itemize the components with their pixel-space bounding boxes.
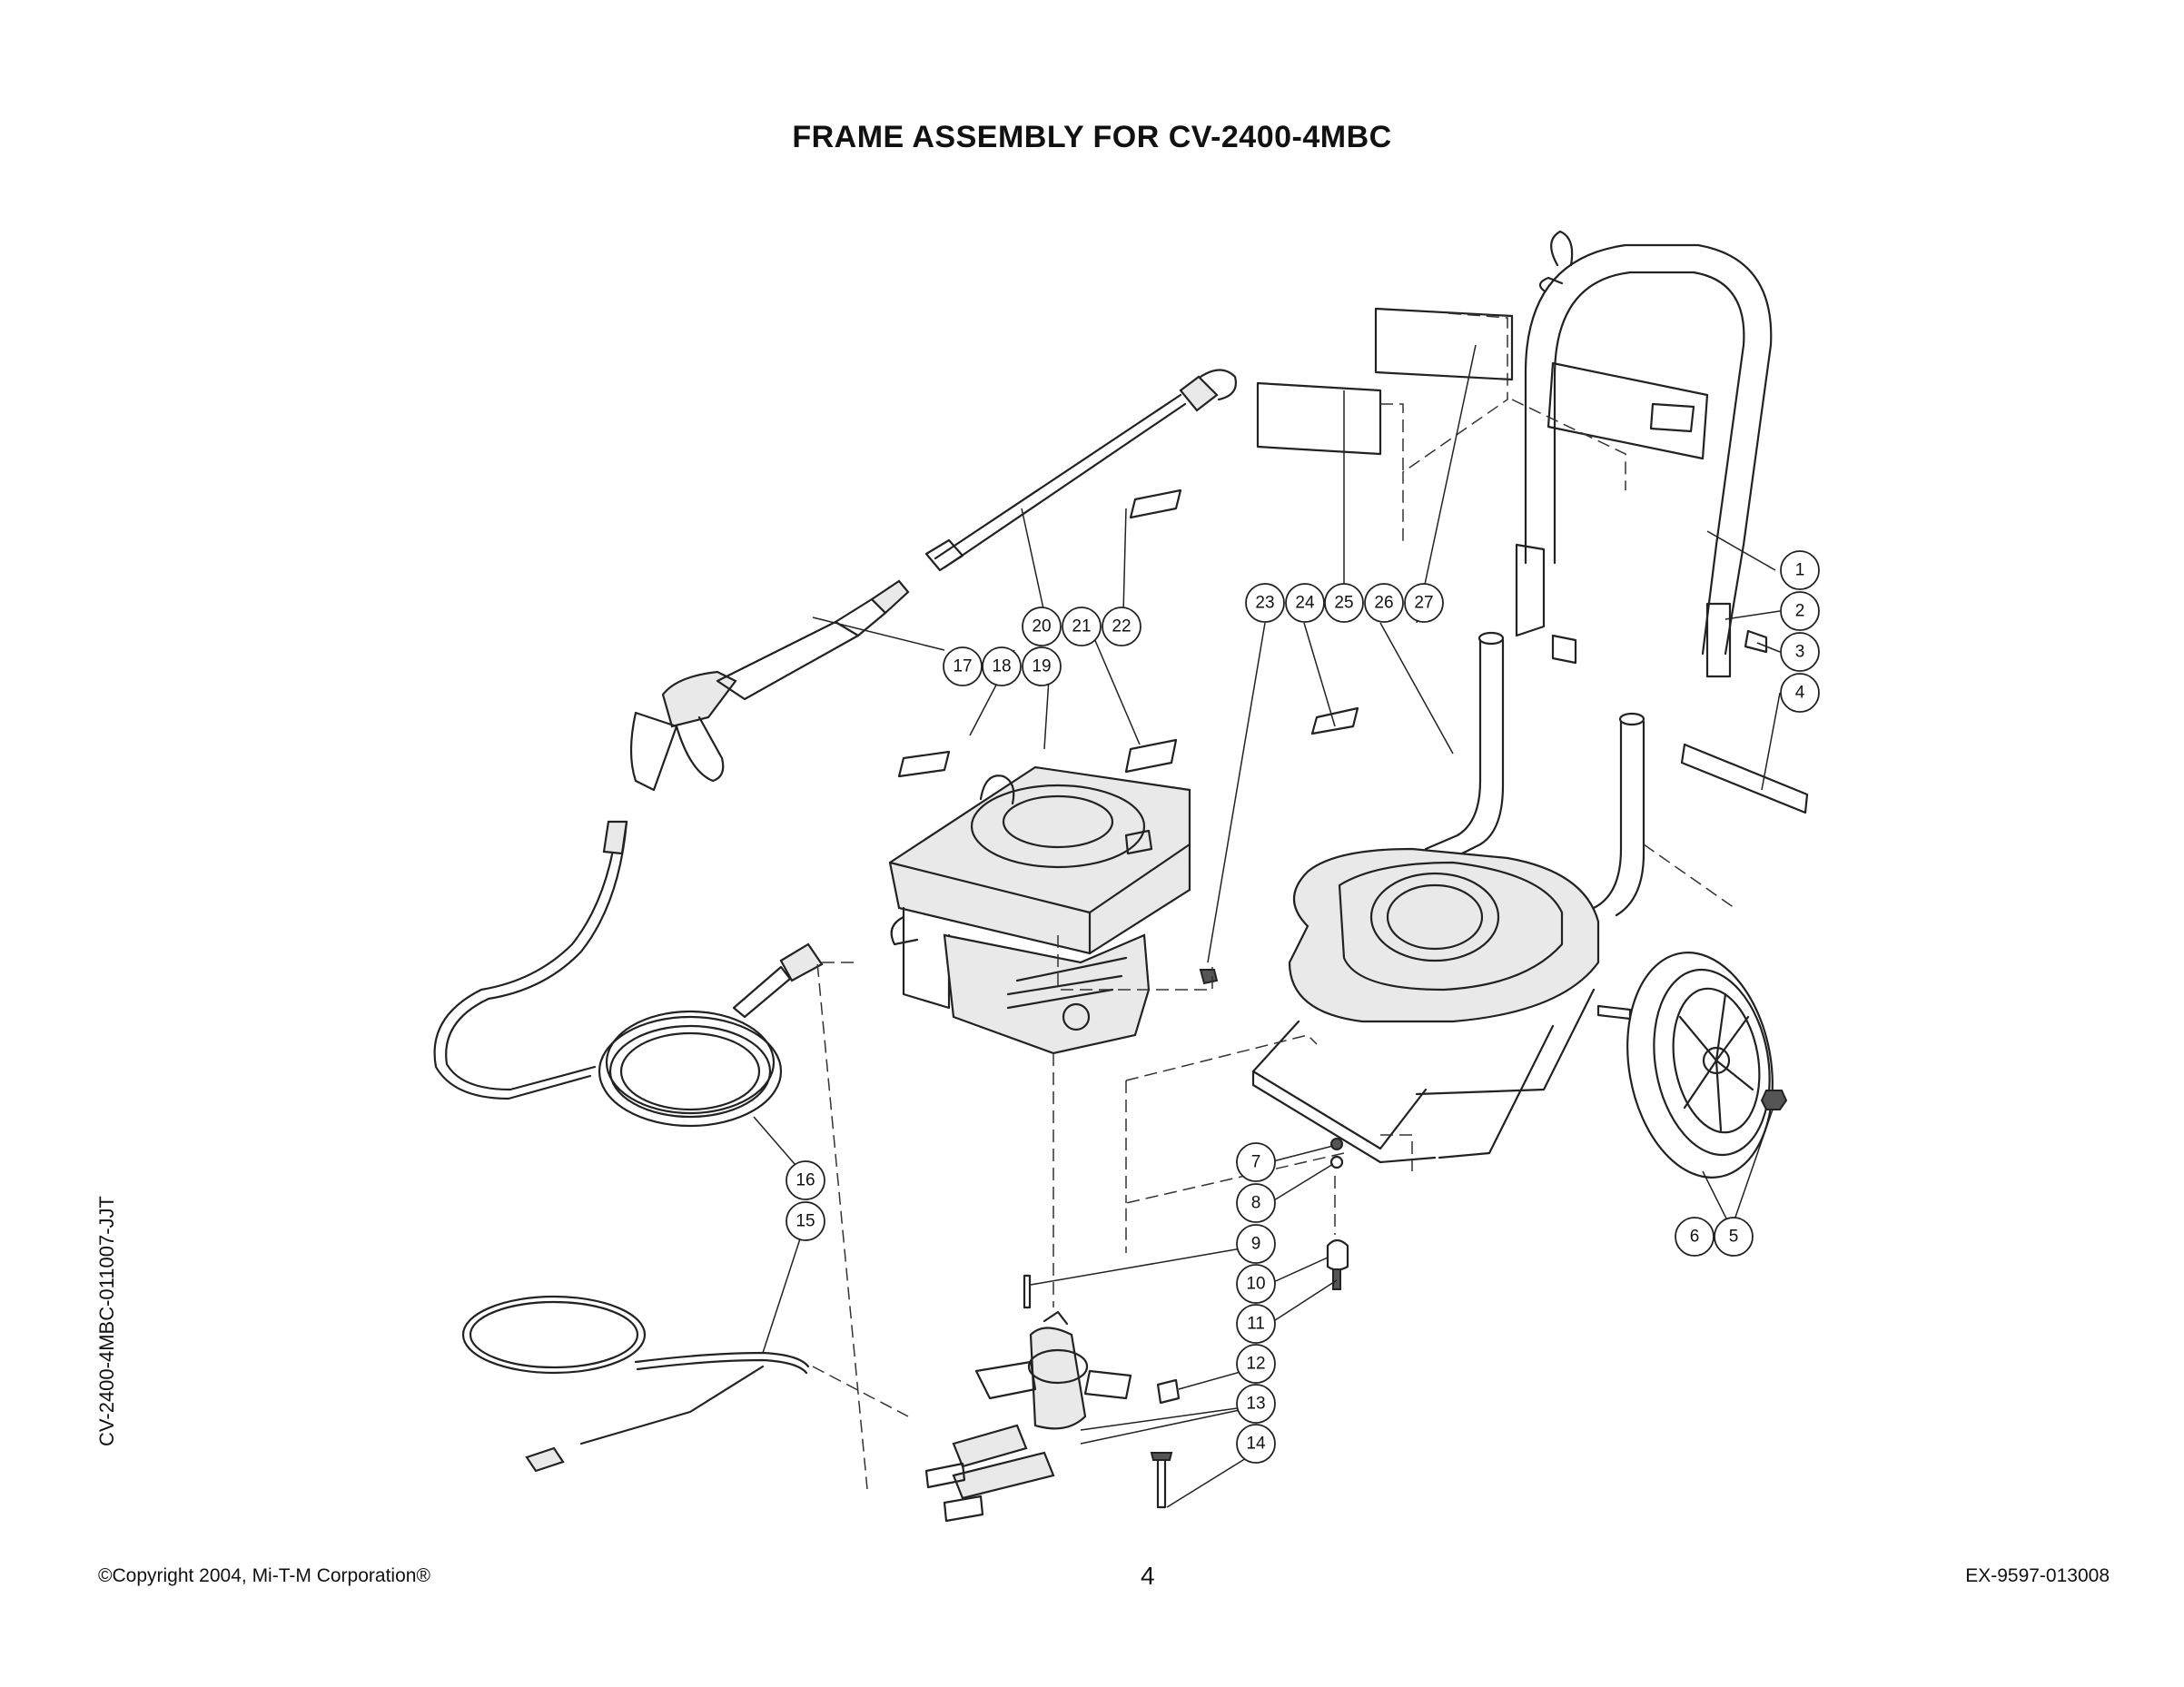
callout-7: 7 xyxy=(1236,1142,1276,1182)
svg-text:13: 13 xyxy=(1246,1395,1265,1414)
svg-text:23: 23 xyxy=(1255,594,1274,613)
callout-10: 10 xyxy=(1236,1264,1276,1304)
copyright-notice: ©Copyright 2004, Mi-T-M Corporation® xyxy=(98,1565,430,1586)
document-number: EX-9597-013008 xyxy=(1965,1565,2110,1586)
svg-text:2: 2 xyxy=(1795,602,1805,621)
callout-4: 4 xyxy=(1780,673,1820,713)
svg-text:16: 16 xyxy=(796,1171,815,1190)
callout-16: 16 xyxy=(786,1160,825,1200)
svg-text:15: 15 xyxy=(796,1212,815,1231)
svg-text:5: 5 xyxy=(1729,1228,1739,1247)
callout-2: 2 xyxy=(1780,591,1820,631)
svg-text:4: 4 xyxy=(1795,684,1805,703)
callout-15: 15 xyxy=(786,1201,825,1241)
svg-text:14: 14 xyxy=(1246,1435,1266,1454)
callout-23: 23 xyxy=(1245,583,1285,623)
svg-text:1: 1 xyxy=(1795,561,1805,580)
svg-text:8: 8 xyxy=(1251,1194,1261,1213)
svg-text:18: 18 xyxy=(992,657,1011,676)
svg-text:24: 24 xyxy=(1295,594,1315,613)
callout-11: 11 xyxy=(1236,1304,1276,1344)
callout-22: 22 xyxy=(1102,607,1141,646)
svg-text:10: 10 xyxy=(1246,1275,1265,1294)
callout-21: 21 xyxy=(1062,607,1102,646)
callout-6: 6 xyxy=(1675,1217,1715,1257)
svg-text:19: 19 xyxy=(1032,657,1051,676)
callout-24: 24 xyxy=(1285,583,1325,623)
svg-text:9: 9 xyxy=(1251,1235,1261,1254)
pump xyxy=(924,1310,1132,1523)
svg-text:17: 17 xyxy=(953,657,972,676)
callout-3: 3 xyxy=(1780,632,1820,672)
svg-text:21: 21 xyxy=(1072,617,1091,636)
engine xyxy=(888,765,1191,1055)
svg-text:25: 25 xyxy=(1334,594,1353,613)
base-frame xyxy=(1251,631,1645,1164)
spray-gun xyxy=(629,369,1237,792)
svg-text:11: 11 xyxy=(1247,1315,1265,1334)
callout-18: 18 xyxy=(982,646,1022,686)
hose xyxy=(433,820,824,1128)
callout-17: 17 xyxy=(943,646,983,686)
callout-27: 27 xyxy=(1404,583,1444,623)
callout-13: 13 xyxy=(1236,1384,1276,1424)
svg-text:27: 27 xyxy=(1414,594,1433,613)
page-number: 4 xyxy=(1141,1562,1155,1590)
svg-text:3: 3 xyxy=(1795,643,1805,662)
handle-assembly xyxy=(1515,230,1773,678)
svg-text:20: 20 xyxy=(1032,617,1051,636)
svg-text:7: 7 xyxy=(1251,1153,1261,1172)
svg-text:12: 12 xyxy=(1246,1355,1265,1374)
callout-20: 20 xyxy=(1022,607,1062,646)
callout-19: 19 xyxy=(1022,646,1062,686)
svg-text:26: 26 xyxy=(1374,594,1393,613)
callout-1: 1 xyxy=(1780,550,1820,590)
callout-8: 8 xyxy=(1236,1183,1276,1223)
decals-upper xyxy=(1256,307,1514,456)
callout-25: 25 xyxy=(1324,583,1364,623)
svg-text:22: 22 xyxy=(1112,617,1131,636)
svg-text:6: 6 xyxy=(1690,1228,1700,1247)
callout-12: 12 xyxy=(1236,1344,1276,1384)
siphon-hose xyxy=(461,1295,810,1473)
callout-5: 5 xyxy=(1714,1217,1754,1257)
callout-14: 14 xyxy=(1236,1424,1276,1464)
wheel xyxy=(1596,952,1788,1179)
callout-26: 26 xyxy=(1364,583,1404,623)
callout-9: 9 xyxy=(1236,1224,1276,1264)
page-title: FRAME ASSEMBLY FOR CV-2400-4MBC xyxy=(792,120,1392,154)
